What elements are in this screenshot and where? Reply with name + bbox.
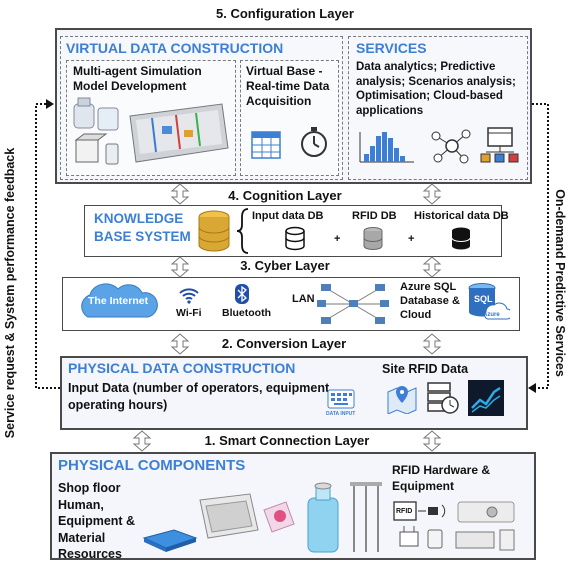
azure-badge: Azure [483,312,500,318]
cognition-layer-title: 4. Cognition Layer [228,188,342,203]
stopwatch-icon [301,127,327,157]
map-location-icon [387,386,417,414]
rfid-tag-label: RFID [396,508,413,515]
internet-label: The Internet [88,295,149,307]
cyber-layer-title: 3. Cyber Layer [240,258,330,273]
plus-sign-2: + [408,233,415,245]
server-clock-icon [427,382,459,414]
shop-floor-equipment-illustration [142,482,382,553]
simulation-model-illustration [73,97,229,165]
plus-sign-1: + [334,233,341,245]
rfid-db-label: RFID DB [352,210,397,222]
rfid-db-icon [363,227,383,250]
knowledge-base-title-line1: KNOWLEDGE [94,211,184,226]
azure-sql-label-2: Database & [400,295,460,307]
virtual-data-construction-title: VIRTUAL DATA CONSTRUCTION [66,40,284,56]
azure-sql-database-icon [468,283,510,320]
configuration-layer-title: 5. Configuration Layer [216,6,354,21]
wifi-label: Wi-Fi [176,307,202,319]
data-input-caption: DATA INPUT [326,411,356,417]
lan-network-icon [317,284,389,324]
spreadsheet-icon [251,131,281,159]
brace-symbol [236,208,249,254]
lan-label: LAN [292,293,315,305]
cloud-app-icon [480,127,519,163]
rfid-hardware-illustration [393,501,515,551]
trend-chart-icon [468,380,504,416]
knowledge-base-title-line2: BASE SYSTEM [94,229,191,244]
right-services-label: On-demand Predictive Services [553,189,567,377]
input-db-icon [285,226,305,251]
rfid-hardware-text: RFID Hardware & Equipment [392,463,491,493]
wifi-icon [179,288,199,304]
physical-layer-panel [50,452,536,560]
azure-sql-label-1: Azure SQL [400,281,457,293]
virtual-base-text: Virtual Base - Real-time Data Acquisitio… [246,64,330,108]
bluetooth-icon [235,284,249,304]
shop-floor-text: Shop floor Human, Equipment & Material R… [58,481,136,561]
historical-db-icon [451,227,471,250]
internet-cloud-icon [81,283,158,318]
physical-data-construction-title: PHYSICAL DATA CONSTRUCTION [68,360,296,376]
services-title: SERVICES [356,40,427,56]
physical-components-title: PHYSICAL COMPONENTS [58,457,246,474]
left-feedback-label: Service request & System performance fee… [3,147,17,439]
conversion-layer-title: 2. Conversion Layer [221,336,347,351]
azure-sql-label-3: Cloud [400,309,432,321]
sql-badge: SQL [474,294,493,304]
data-input-keyboard-icon [327,389,355,409]
input-data-db-label: Input data DB [252,210,324,222]
site-rfid-data-title: Site RFID Data [382,362,469,376]
smart-connection-layer-title: 1. Smart Connection Layer [204,433,370,448]
histogram-icon [359,132,414,163]
network-graph-icon [431,129,471,164]
bluetooth-label: Bluetooth [222,307,271,319]
services-text: Data analytics; Predictive analysis; Sce… [356,61,516,117]
input-data-text: Input Data (number of operators, equipme… [68,381,333,412]
historical-data-db-label: Historical data DB [414,210,509,222]
gold-database-icon [198,210,230,252]
mas-text: Multi-agent Simulation Model Development [73,64,202,93]
